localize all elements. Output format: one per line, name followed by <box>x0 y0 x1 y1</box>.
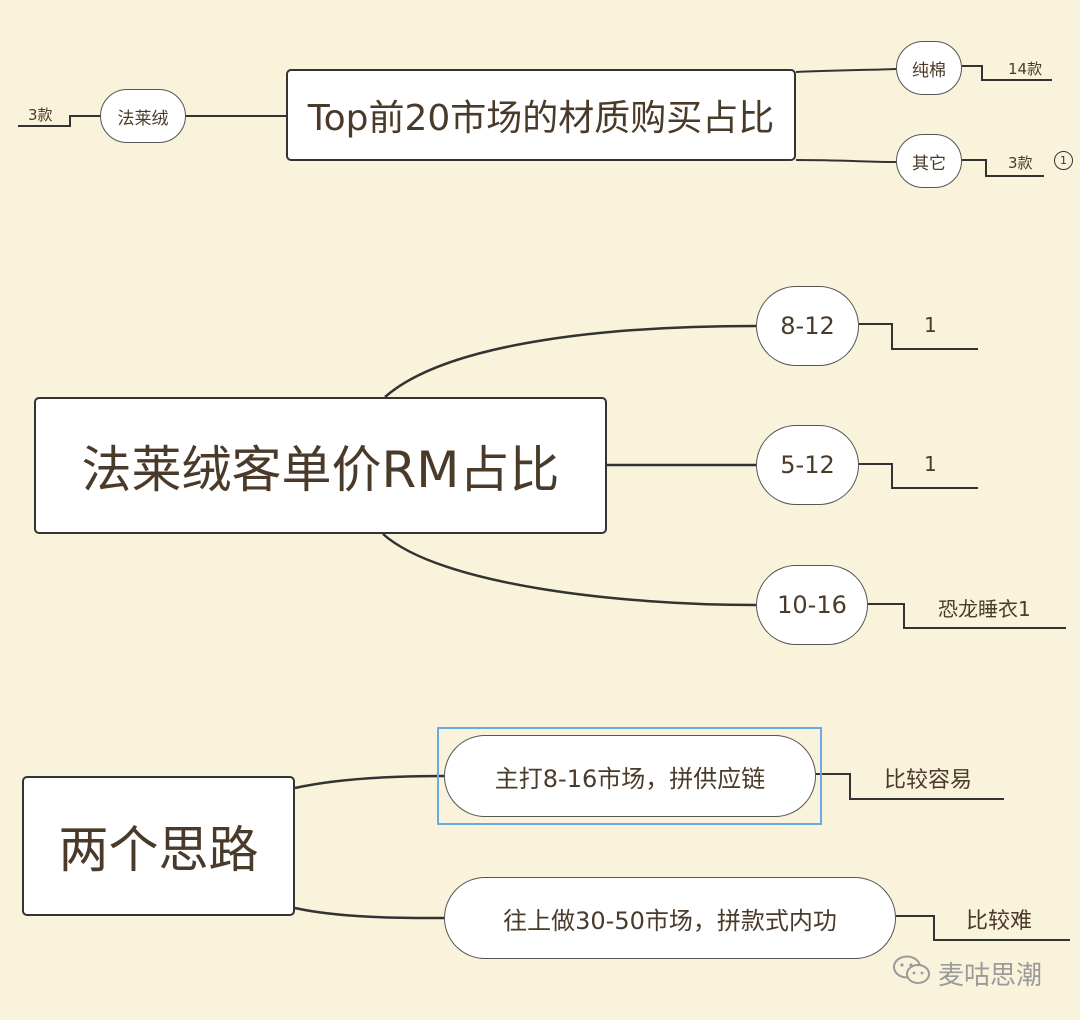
connector-idea1-leaf <box>816 773 1004 800</box>
map1-branch-qita[interactable]: 其它 <box>896 134 962 188</box>
map1-root-topic[interactable]: Top前20市场的材质购买占比 <box>286 69 796 161</box>
connector-idea2 <box>294 906 445 920</box>
connector-8-12-leaf <box>859 323 978 350</box>
connector-qita <box>795 159 897 163</box>
map2-branch-10-16[interactable]: 10-16 <box>756 565 868 645</box>
map2-leaf-10-16[interactable]: 恐龙睡衣1 <box>938 597 1031 621</box>
connector-idea2-leaf <box>896 915 1070 941</box>
map1-leaf-qita[interactable]: 3款 <box>1008 154 1033 172</box>
map1-branch-chunmian[interactable]: 纯棉 <box>896 41 962 95</box>
watermark: 麦咕思潮 <box>892 954 1042 993</box>
map2-branch-8-12[interactable]: 8-12 <box>756 286 859 366</box>
connector-falairong-leaf <box>18 115 100 127</box>
connector-qita-leaf <box>962 159 1044 177</box>
map3-leaf-idea2[interactable]: 比较难 <box>966 909 1033 934</box>
connector-chunmian <box>795 68 897 73</box>
map2-leaf-5-12[interactable]: 1 <box>924 452 937 476</box>
connector-10-16-leaf <box>868 603 1066 629</box>
map3-root-topic[interactable]: 两个思路 <box>22 776 295 916</box>
map2-branch-5-12[interactable]: 5-12 <box>756 425 859 505</box>
note-badge-icon[interactable]: 1 <box>1054 151 1073 170</box>
map3-branch-idea2[interactable]: 往上做30-50市场，拼款式内功 <box>444 877 896 959</box>
connector-8-12 <box>384 324 757 398</box>
map1-left-leaf[interactable]: 3款 <box>28 106 53 124</box>
map1-leaf-chunmian[interactable]: 14款 <box>1008 60 1043 78</box>
connector-5-12-leaf <box>859 463 978 489</box>
connector-chunmian-leaf <box>962 65 1052 81</box>
connector-10-16 <box>382 533 757 607</box>
selection-highlight <box>437 727 822 825</box>
wechat-icon <box>892 954 932 993</box>
map3-leaf-idea1[interactable]: 比较容易 <box>884 768 973 793</box>
map3-branch-idea1[interactable]: 主打8-16市场，拼供应链 <box>444 735 816 817</box>
map2-root-topic[interactable]: 法莱绒客单价RM占比 <box>34 397 607 534</box>
connector-idea1 <box>294 774 445 790</box>
map1-left-node[interactable]: 法莱绒 <box>100 89 186 143</box>
map2-leaf-8-12[interactable]: 1 <box>924 313 937 337</box>
watermark-text: 麦咕思潮 <box>938 961 1043 991</box>
